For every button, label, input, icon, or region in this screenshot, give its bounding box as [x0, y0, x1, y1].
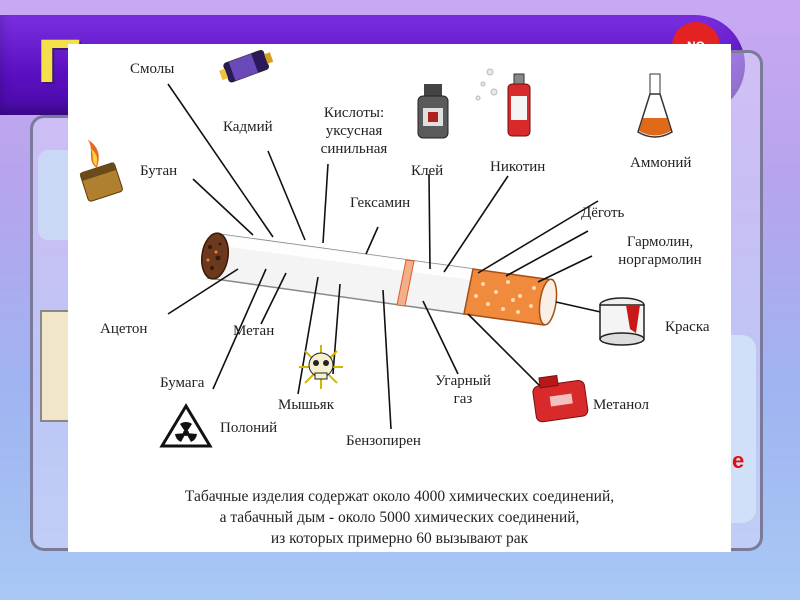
label-butan: Бутан	[140, 162, 177, 180]
label-kadmiy: Кадмий	[223, 118, 273, 136]
glue-bottle-icon	[418, 84, 448, 138]
label-benzopiren: Бензопирен	[346, 432, 421, 450]
label-ugarny-line1: Угарный	[423, 372, 503, 390]
flask-icon	[638, 74, 672, 137]
label-bumaga: Бумага	[160, 374, 204, 392]
label-nikotin: Никотин	[490, 158, 545, 176]
label-degot: Дёготь	[581, 204, 624, 222]
skull-icon	[299, 345, 343, 389]
cigarette-composition-diagram: Смолы Кадмий Кислоты: уксусная синильная…	[68, 44, 731, 552]
label-aceton: Ацетон	[100, 320, 147, 338]
label-ugarny-line2: газ	[423, 390, 503, 408]
label-ugarny: Угарный газ	[423, 372, 503, 408]
label-poloniy: Полоний	[220, 419, 277, 437]
background-text-fragment: е	[732, 448, 744, 474]
label-myshyak: Мышьяк	[278, 396, 334, 414]
label-ammoniy: Аммоний	[630, 154, 691, 172]
label-garmolin-line1: Гармолин,	[598, 233, 722, 251]
label-klei: Клей	[411, 162, 443, 180]
caption-line-2: а табачный дым - около 5000 химических с…	[68, 507, 731, 528]
label-metan: Метан	[233, 322, 274, 340]
spray-can-icon	[476, 69, 530, 136]
radiation-icon	[162, 406, 210, 446]
label-geksamin: Гексамин	[350, 194, 410, 212]
label-smoly: Смолы	[130, 60, 174, 78]
caption-line-3: из которых примерно 60 вызывают рак	[68, 528, 731, 549]
fuel-canister-icon	[531, 372, 589, 423]
caption-line-1: Табачные изделия содержат около 4000 хим…	[68, 486, 731, 507]
label-kisloty-line1: Кислоты:	[304, 104, 404, 122]
paint-can-icon	[600, 298, 644, 345]
lighter-icon	[70, 134, 123, 202]
label-metanol: Метанол	[593, 396, 649, 414]
label-kisloty: Кислоты: уксусная синильная	[304, 104, 404, 158]
label-kraska: Краска	[665, 318, 710, 336]
background-card	[728, 335, 756, 523]
label-garmolin: Гармолин, норгармолин	[598, 233, 722, 269]
background-card	[38, 150, 70, 240]
cigarette	[199, 231, 559, 325]
battery-icon	[217, 48, 275, 85]
label-kisloty-line3: синильная	[304, 140, 404, 158]
label-kisloty-line2: уксусная	[304, 122, 404, 140]
label-garmolin-line2: норгармолин	[598, 251, 722, 269]
